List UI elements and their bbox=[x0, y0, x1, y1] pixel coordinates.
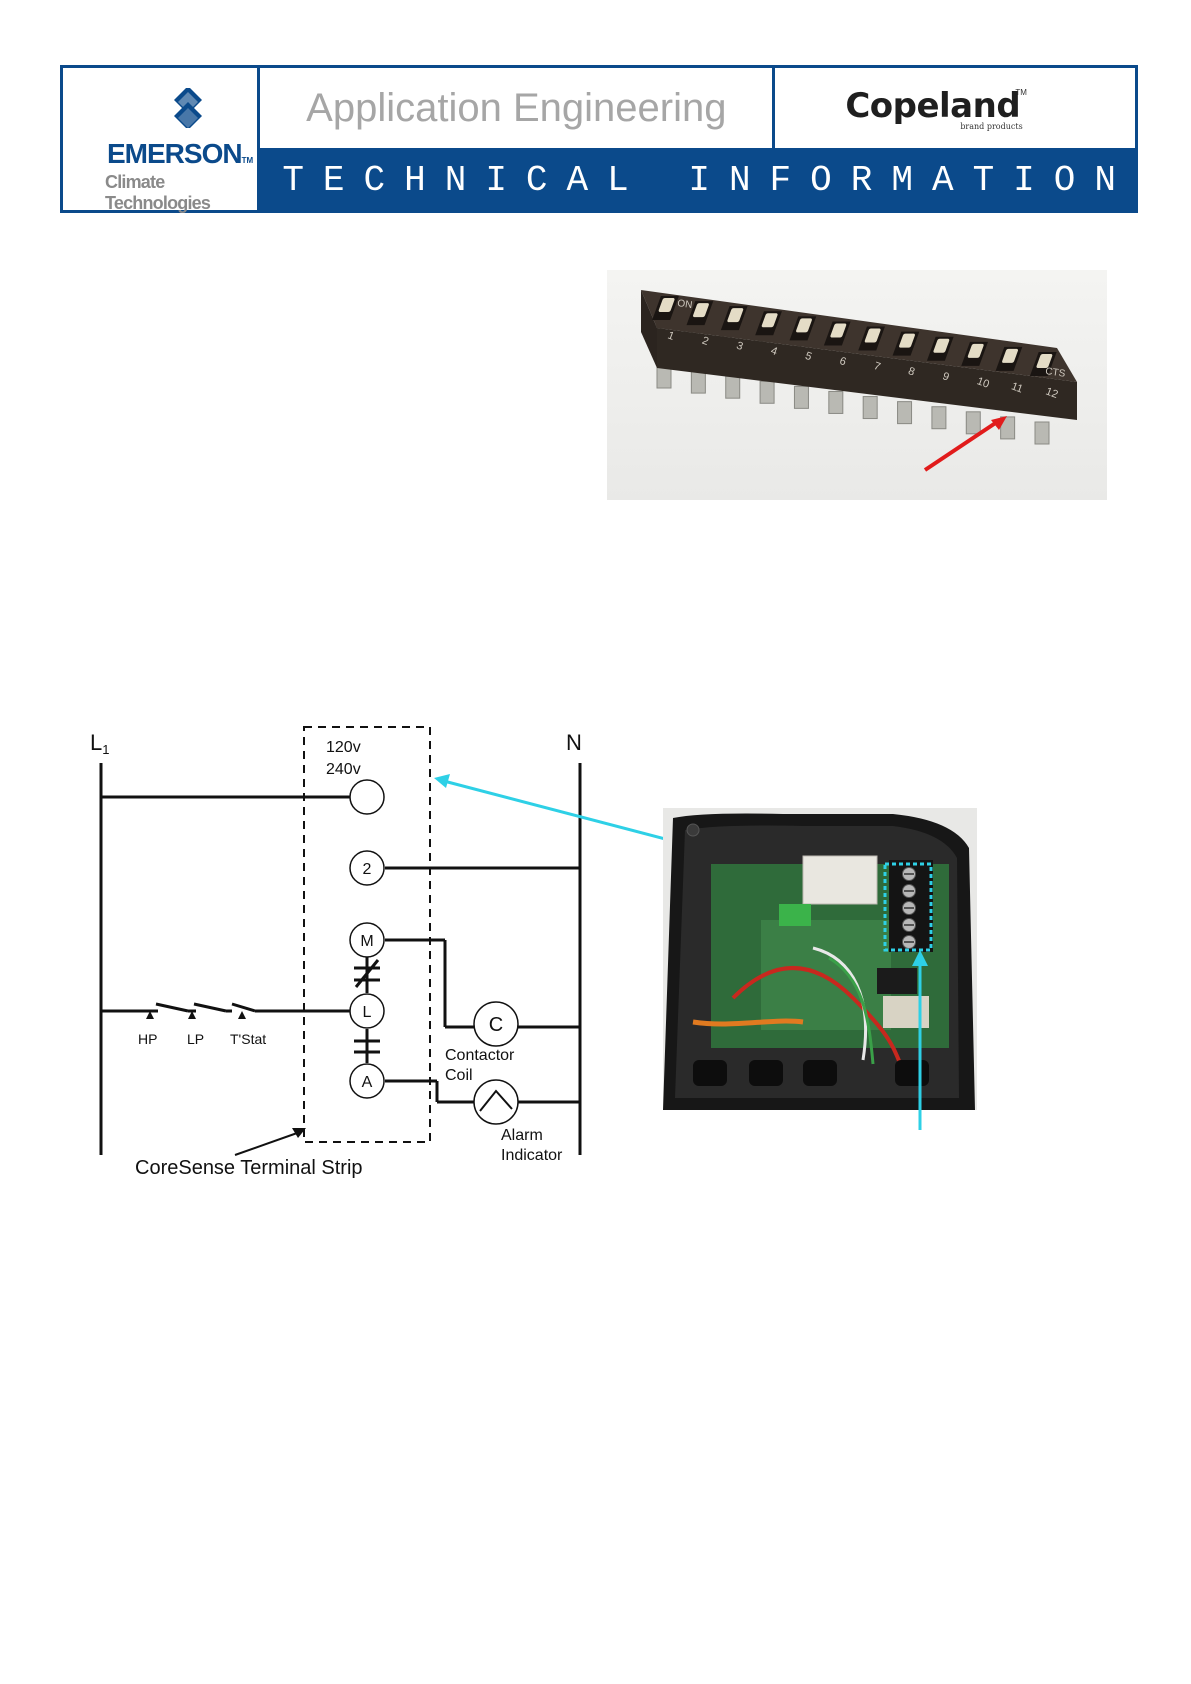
contactor-label-line1: Contactor bbox=[445, 1047, 515, 1064]
neutral-label: N bbox=[566, 730, 582, 755]
emerson-logo-block: EMERSONTM Climate Technologies bbox=[63, 68, 260, 210]
cyan-bottom-pointer bbox=[905, 950, 935, 1130]
housing-screw-icon bbox=[687, 824, 699, 836]
emerson-diamond-logo-icon bbox=[118, 88, 258, 128]
terminal-a-label: A bbox=[362, 1074, 373, 1091]
terminal-2-label: 2 bbox=[363, 861, 372, 878]
pcb-connector-green bbox=[779, 904, 811, 926]
tstat-label: T'Stat bbox=[230, 1031, 266, 1047]
terminal-l-label: L bbox=[363, 1004, 372, 1021]
dip-pin-front bbox=[863, 397, 877, 419]
copeland-wordmark: Copeland bbox=[845, 86, 1020, 126]
switch-symbols bbox=[145, 1004, 255, 1011]
dip-pin-front bbox=[932, 407, 946, 429]
voltage-label-120v: 120v bbox=[326, 739, 361, 756]
dip-on-label: ON bbox=[677, 298, 693, 311]
coresense-strip-label: CoreSense Terminal Strip bbox=[135, 1157, 363, 1179]
dip-pin-front bbox=[1035, 422, 1049, 444]
dip-pin-front bbox=[966, 412, 980, 434]
cyan-bottom-pointer-head bbox=[912, 950, 928, 966]
dip-pin-front bbox=[760, 381, 774, 403]
pcb-wire-orange bbox=[693, 1021, 803, 1024]
header-right-area: Application Engineering Copeland TM bran… bbox=[260, 68, 1135, 210]
dip-pin-front bbox=[794, 386, 808, 408]
header-top-row: Application Engineering Copeland TM bran… bbox=[260, 68, 1135, 151]
contactor-symbol-label: C bbox=[489, 1014, 503, 1036]
alarm-label-line1: Alarm bbox=[501, 1127, 543, 1144]
strip-label-pointer bbox=[235, 1132, 300, 1155]
line-l1-label: L1 bbox=[90, 730, 109, 757]
lp-label: LP bbox=[187, 1031, 204, 1047]
copeland-tm: TM bbox=[1015, 88, 1027, 97]
page-title: Application Engineering bbox=[260, 68, 775, 148]
dip-pin-front bbox=[726, 376, 740, 398]
technical-information-banner: TECHNICAL INFORMATION bbox=[260, 151, 1135, 210]
emerson-wordmark: EMERSONTM bbox=[107, 138, 253, 170]
alarm-label-line2: Indicator bbox=[501, 1147, 563, 1164]
climate-technologies-text: Climate Technologies bbox=[105, 172, 257, 214]
dip-pin-front bbox=[691, 371, 705, 393]
alarm-indicator bbox=[474, 1080, 518, 1124]
dip-pin-front bbox=[898, 402, 912, 424]
pcb-relay-block bbox=[803, 856, 877, 904]
terminal-power bbox=[350, 780, 384, 814]
dip-pin-front bbox=[829, 391, 843, 413]
wiring-diagram: L1 N 120v 240v 2 M L A C HP LP T'Stat Co… bbox=[80, 720, 640, 1190]
voltage-label-240v: 240v bbox=[326, 761, 361, 778]
hp-label: HP bbox=[138, 1031, 157, 1047]
copeland-subtitle: brand products bbox=[960, 122, 1022, 131]
copeland-logo-block: Copeland TM brand products bbox=[775, 68, 1135, 148]
page-header: EMERSONTM Climate Technologies Applicati… bbox=[60, 65, 1138, 213]
terminal-m-label: M bbox=[360, 933, 373, 950]
contactor-label-line2: Coil bbox=[445, 1067, 473, 1084]
